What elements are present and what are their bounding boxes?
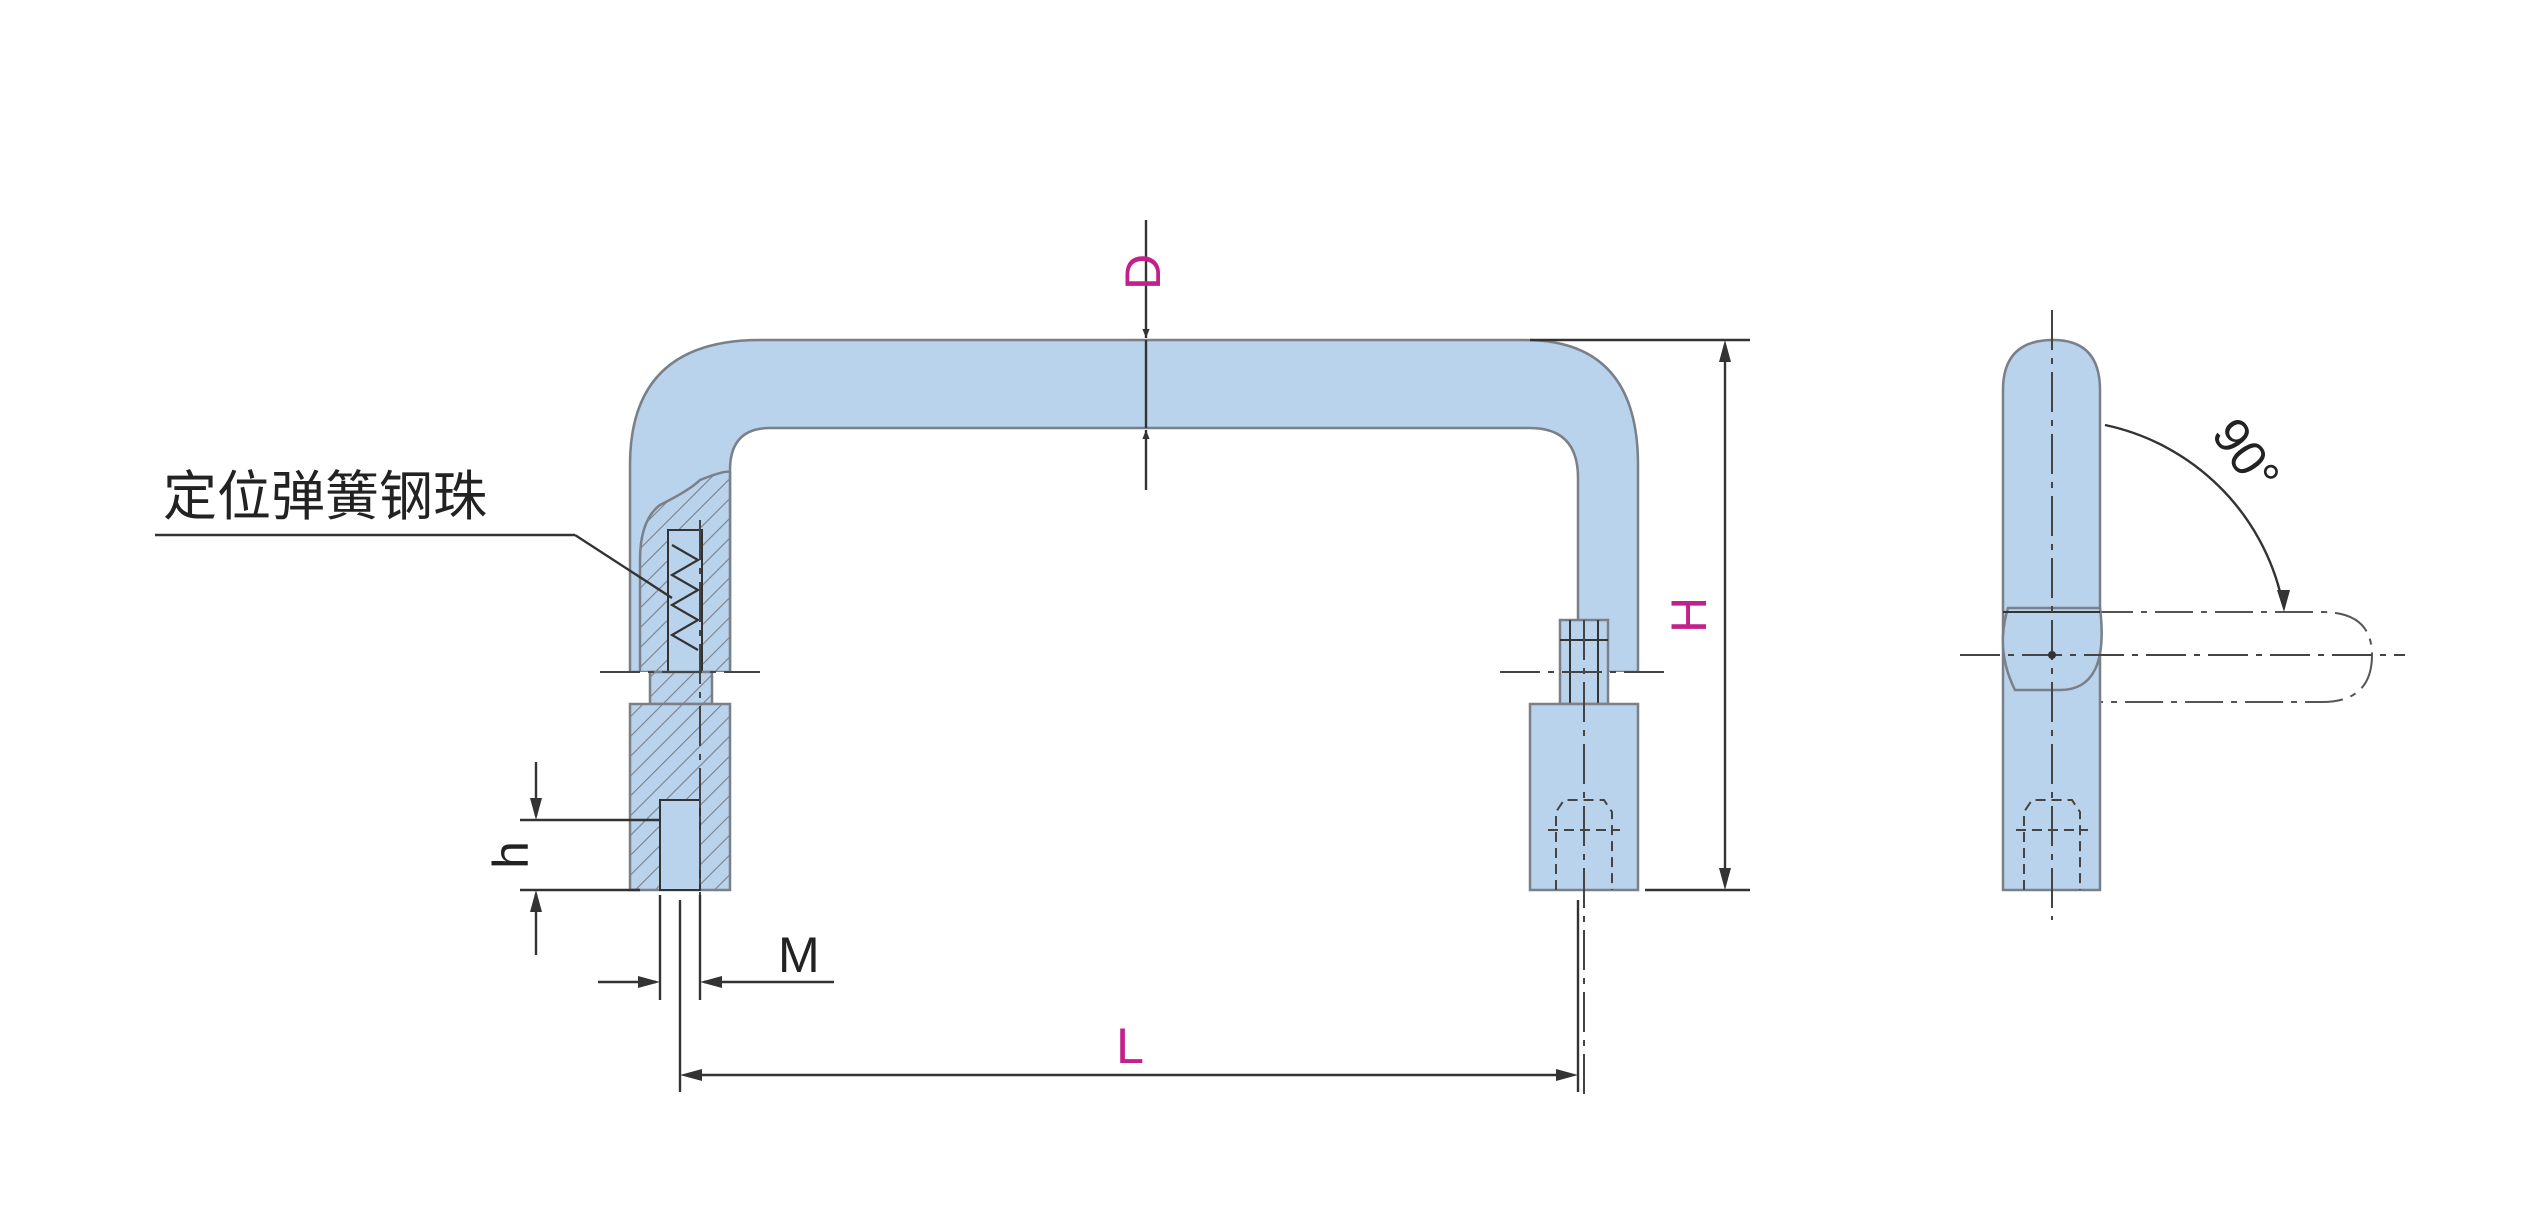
label-h: h [483, 841, 539, 869]
dimensions: D H L M h [483, 220, 1750, 1092]
rotated-position-outline [2095, 611, 2374, 703]
right-hidden-thread [1555, 799, 1613, 890]
left-pivot-neck [648, 670, 714, 706]
spring-coil [669, 544, 701, 651]
label-H: H [1661, 597, 1717, 633]
label-M: M [778, 927, 820, 983]
side-hidden-thread [2023, 799, 2081, 890]
label-D: D [1115, 254, 1171, 290]
label-angle: 90° [2201, 408, 2290, 502]
front-view [600, 338, 1668, 1100]
left-thread-hole [659, 799, 701, 891]
label-L: L [1116, 1018, 1144, 1074]
steel-ball-callout: 定位弹簧钢珠 [155, 465, 673, 600]
callout-text: 定位弹簧钢珠 [163, 465, 487, 528]
angle-arc [2104, 423, 2284, 601]
side-view: 90° [1960, 310, 2405, 920]
handle-body [628, 338, 1640, 674]
